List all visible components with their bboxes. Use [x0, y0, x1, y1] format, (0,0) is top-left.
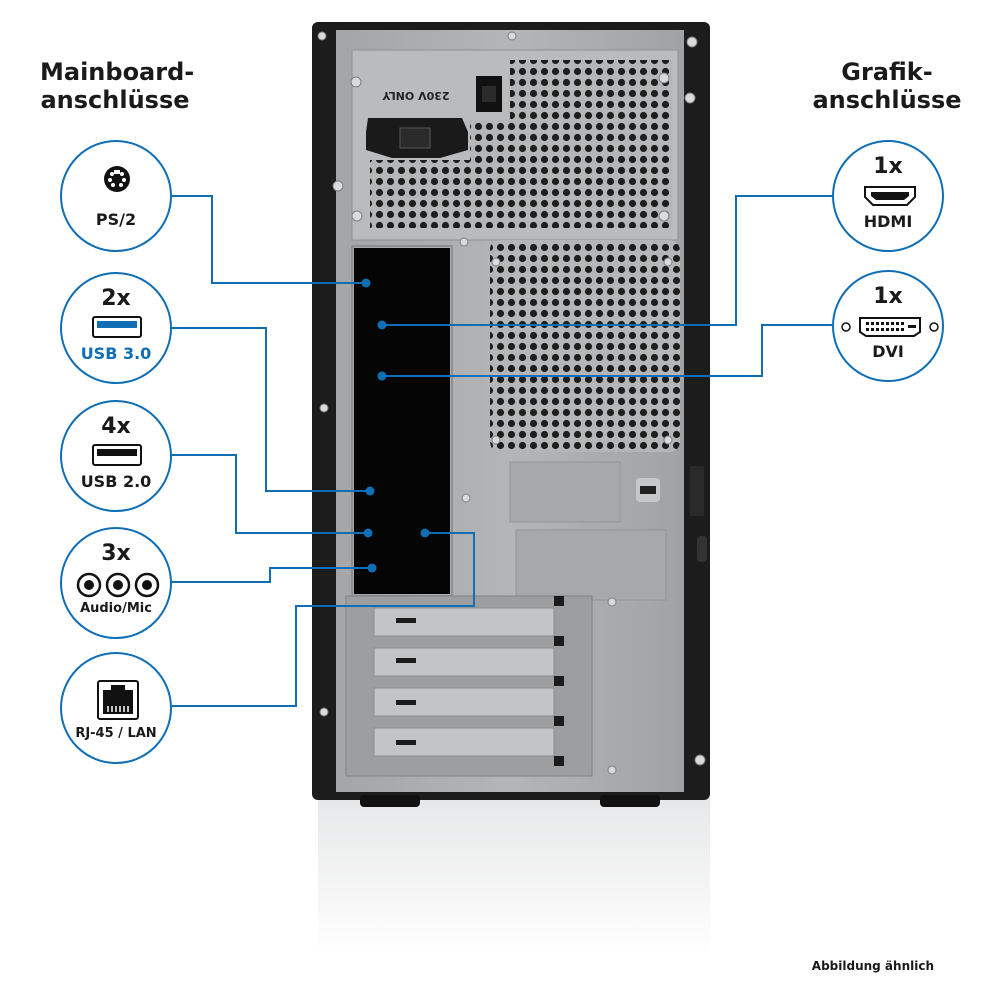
- usb3-port-circle: 2x USB 3.0: [60, 272, 172, 384]
- audio-count: 3x: [101, 541, 131, 566]
- ps2-label: PS/2: [95, 210, 137, 229]
- usb2-port-circle: 4x USB 2.0: [60, 400, 172, 512]
- dvi-count: 1x: [873, 284, 903, 309]
- dvi-label: DVI: [872, 342, 904, 361]
- grafik-heading-line1: Grafik-: [841, 58, 933, 86]
- ps2-port-icon: [104, 166, 130, 192]
- hdmi-port-icon: [864, 186, 916, 206]
- usb3-port-icon: [92, 316, 142, 338]
- ethernet-port-icon: [97, 680, 139, 720]
- audio-port-circle: 3x Audio/Mic: [60, 527, 172, 639]
- floor-reflection: [318, 795, 710, 955]
- audio-jack-icon: [76, 572, 160, 598]
- mainboard-heading-line1: Mainboard-: [40, 58, 195, 86]
- mainboard-heading-line2: anschlüsse: [40, 86, 190, 114]
- usb3-connector-line: [172, 327, 370, 492]
- footnote: Abbildung ähnlich: [811, 959, 934, 973]
- audio-label: Audio/Mic: [80, 601, 152, 616]
- usb2-label: USB 2.0: [80, 472, 152, 491]
- mainboard-heading: Mainboard- anschlüsse: [40, 58, 195, 114]
- lan-label: RJ-45 / LAN: [75, 726, 157, 741]
- ps2-port-circle: PS/2: [60, 140, 172, 252]
- grafik-heading-line2: anschlüsse: [812, 86, 962, 114]
- dvi-connector-line: [382, 324, 832, 377]
- lan-port-circle: RJ-45 / LAN: [60, 652, 172, 764]
- case-fan-vent: [490, 240, 680, 452]
- hdmi-label: HDMI: [863, 212, 913, 231]
- dvi-port-icon: [841, 317, 939, 337]
- usb2-count: 4x: [101, 414, 131, 439]
- usb3-label: USB 3.0: [80, 344, 152, 363]
- hdmi-connector-line: [382, 195, 832, 326]
- usb3-count: 2x: [101, 286, 131, 311]
- hdmi-count: 1x: [873, 154, 903, 179]
- dvi-port-circle: 1x DVI: [832, 270, 944, 382]
- audio-connector-line: [172, 567, 372, 583]
- psu-vent: [370, 60, 672, 228]
- lan-connector-line: [172, 532, 475, 707]
- usb2-port-icon: [92, 444, 142, 466]
- ps2-connector-line: [172, 195, 366, 284]
- usb2-connector-line: [172, 454, 368, 534]
- grafik-heading: Grafik- anschlüsse: [812, 58, 962, 114]
- hdmi-port-circle: 1x HDMI: [832, 140, 944, 252]
